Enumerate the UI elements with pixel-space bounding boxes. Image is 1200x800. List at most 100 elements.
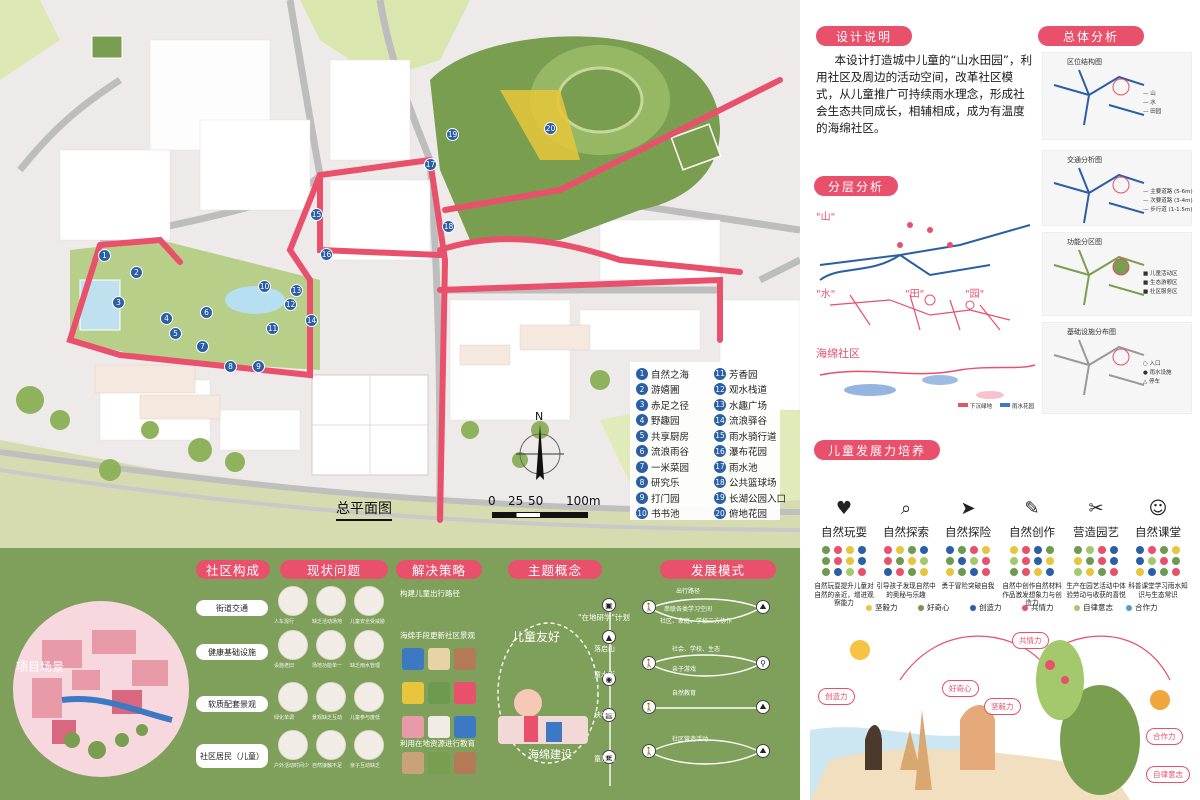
dev-dot xyxy=(821,557,830,565)
legend-label: 公共篮球场 xyxy=(729,478,777,490)
strategy-text: 海绵手段更新社区景观 xyxy=(400,631,475,640)
dev-key-dot xyxy=(918,604,924,611)
dev-dot xyxy=(1097,568,1106,576)
marker-6[interactable]: 6 xyxy=(200,306,213,319)
dev-column-icon: ⌕ xyxy=(900,498,912,519)
dev-dot xyxy=(907,568,916,576)
overall-map-legend: ● 雨水设施 xyxy=(1143,370,1172,376)
ability-bubble: 自律意志 xyxy=(1146,766,1190,783)
dev-dot xyxy=(1097,546,1106,554)
issue-caption: 缺乏雨水管理 xyxy=(350,663,381,669)
scale-100m: 100m xyxy=(566,494,601,508)
marker-13[interactable]: 13 xyxy=(290,284,303,297)
legend-label: 水趣广场 xyxy=(729,400,768,412)
dev-key-dot xyxy=(970,604,976,611)
strategy-tile-10 xyxy=(402,752,424,774)
dev-column-title: 自然课堂 xyxy=(1135,525,1181,539)
theme-ring-text-2: 海绵建设 xyxy=(528,748,572,761)
marker-14[interactable]: 14 xyxy=(305,314,318,327)
dev-dot xyxy=(969,546,978,554)
children-route xyxy=(66,77,783,523)
marker-4[interactable]: 4 xyxy=(160,312,173,325)
legend-label: 俯地花园 xyxy=(729,509,768,521)
theme-ring-text: 儿童友好 xyxy=(512,630,561,644)
marker-7[interactable]: 7 xyxy=(196,340,209,353)
community-category: 软质配套景观 xyxy=(196,696,268,712)
dev-dot xyxy=(1009,557,1018,565)
strategy-title: 解决策略 xyxy=(396,560,482,579)
dev-key-label: 共情力 xyxy=(1031,603,1054,612)
marker-16[interactable]: 16 xyxy=(320,248,333,261)
legend-number: 18 xyxy=(714,476,726,489)
legend-number: 9 xyxy=(636,491,648,504)
legend-label: 瀑布花园 xyxy=(729,447,768,459)
layer-shan-label: "山" xyxy=(816,212,836,223)
dev-dot xyxy=(1109,568,1118,576)
marker-5[interactable]: 5 xyxy=(169,327,182,340)
design-description: 本设计打造城中儿童的“山水田园”，利用社区及周边的活动空间，改革社区模式，从儿童… xyxy=(816,53,1033,135)
overall-map-3: 功能分区图■ 儿童活动区■ 生态游憩区■ 社区服务区 xyxy=(1042,232,1192,316)
legend-label: 芳香园 xyxy=(729,369,758,381)
theme-title: 主题概念 xyxy=(508,560,602,579)
overall-map-legend: ■ 儿童活动区 xyxy=(1143,271,1178,277)
issue-caption: 设施老旧 xyxy=(274,663,295,669)
dev-column-icon: ✂ xyxy=(1088,498,1104,519)
dev-dot xyxy=(957,568,966,576)
dev-dot xyxy=(945,546,954,554)
strategy-text: 利用在地资源进行教育 xyxy=(400,739,475,748)
layer-sponge-label: 海绵社区 xyxy=(816,347,860,360)
dev-dot xyxy=(1045,546,1054,554)
marker-3[interactable]: 3 xyxy=(112,296,125,309)
legend-number: 3 xyxy=(636,398,648,411)
dev-dot xyxy=(895,557,904,565)
strategy-tile-5 xyxy=(428,682,450,704)
marker-10[interactable]: 10 xyxy=(258,280,271,293)
dev-dot xyxy=(1045,557,1054,565)
ability-bubble: 好奇心 xyxy=(942,680,979,697)
marker-1[interactable]: 1 xyxy=(98,249,111,262)
dev-key-label: 好奇心 xyxy=(927,603,950,612)
mode-flow-label: 社会、学校、生态 xyxy=(672,646,721,653)
dev-dot xyxy=(883,557,892,565)
marker-12[interactable]: 12 xyxy=(284,298,297,311)
marker-8[interactable]: 8 xyxy=(224,360,237,373)
mode-title: 发展模式 xyxy=(660,560,776,579)
strategy-tile-8 xyxy=(428,716,450,738)
overall-map-drawing xyxy=(1053,167,1145,224)
dev-key-label: 自律意志 xyxy=(1083,603,1113,612)
overall-map-drawing xyxy=(1053,69,1145,126)
marker-11[interactable]: 11 xyxy=(266,322,279,335)
dev-column-title: 自然创作 xyxy=(1009,525,1055,539)
dev-dot xyxy=(845,546,854,554)
marker-19[interactable]: 19 xyxy=(446,128,459,141)
marker-9[interactable]: 9 xyxy=(252,360,265,373)
marker-20[interactable]: 20 xyxy=(544,122,557,135)
dev-column-text: 勇于冒险突破自我 xyxy=(941,582,995,590)
issue-photo xyxy=(278,682,308,712)
issue-caption: 亲子互动缺乏 xyxy=(350,763,381,769)
marker-17[interactable]: 17 xyxy=(424,158,437,171)
legend-label: 打门园 xyxy=(651,493,680,505)
walk-icon-2: 🚶 xyxy=(642,656,656,670)
dev-dot xyxy=(981,557,990,565)
mode-left-icon-1: ▣ xyxy=(602,598,616,612)
mode-flow-label: 出行路径 xyxy=(676,588,701,595)
dev-dot xyxy=(1109,557,1118,565)
strategy-tile-4 xyxy=(402,682,424,704)
marker-18[interactable]: 18 xyxy=(442,220,455,233)
dev-dot xyxy=(833,568,842,576)
legend-label: 一米菜园 xyxy=(651,462,690,474)
marker-2[interactable]: 2 xyxy=(130,266,143,279)
legend-label: 研究乐 xyxy=(651,478,680,490)
dev-column-text: 自然玩耍提升儿童对自然的亲近，增进观察能力 xyxy=(814,582,874,607)
dev-column: ➤自然探险勇于冒险突破自我 xyxy=(938,498,998,591)
marker-15[interactable]: 15 xyxy=(310,208,323,221)
master-plan: 1 2 3 4 5 6 7 8 9 10 11 12 13 14 15 16 1… xyxy=(0,0,800,548)
strategy-tile-1 xyxy=(402,648,424,670)
